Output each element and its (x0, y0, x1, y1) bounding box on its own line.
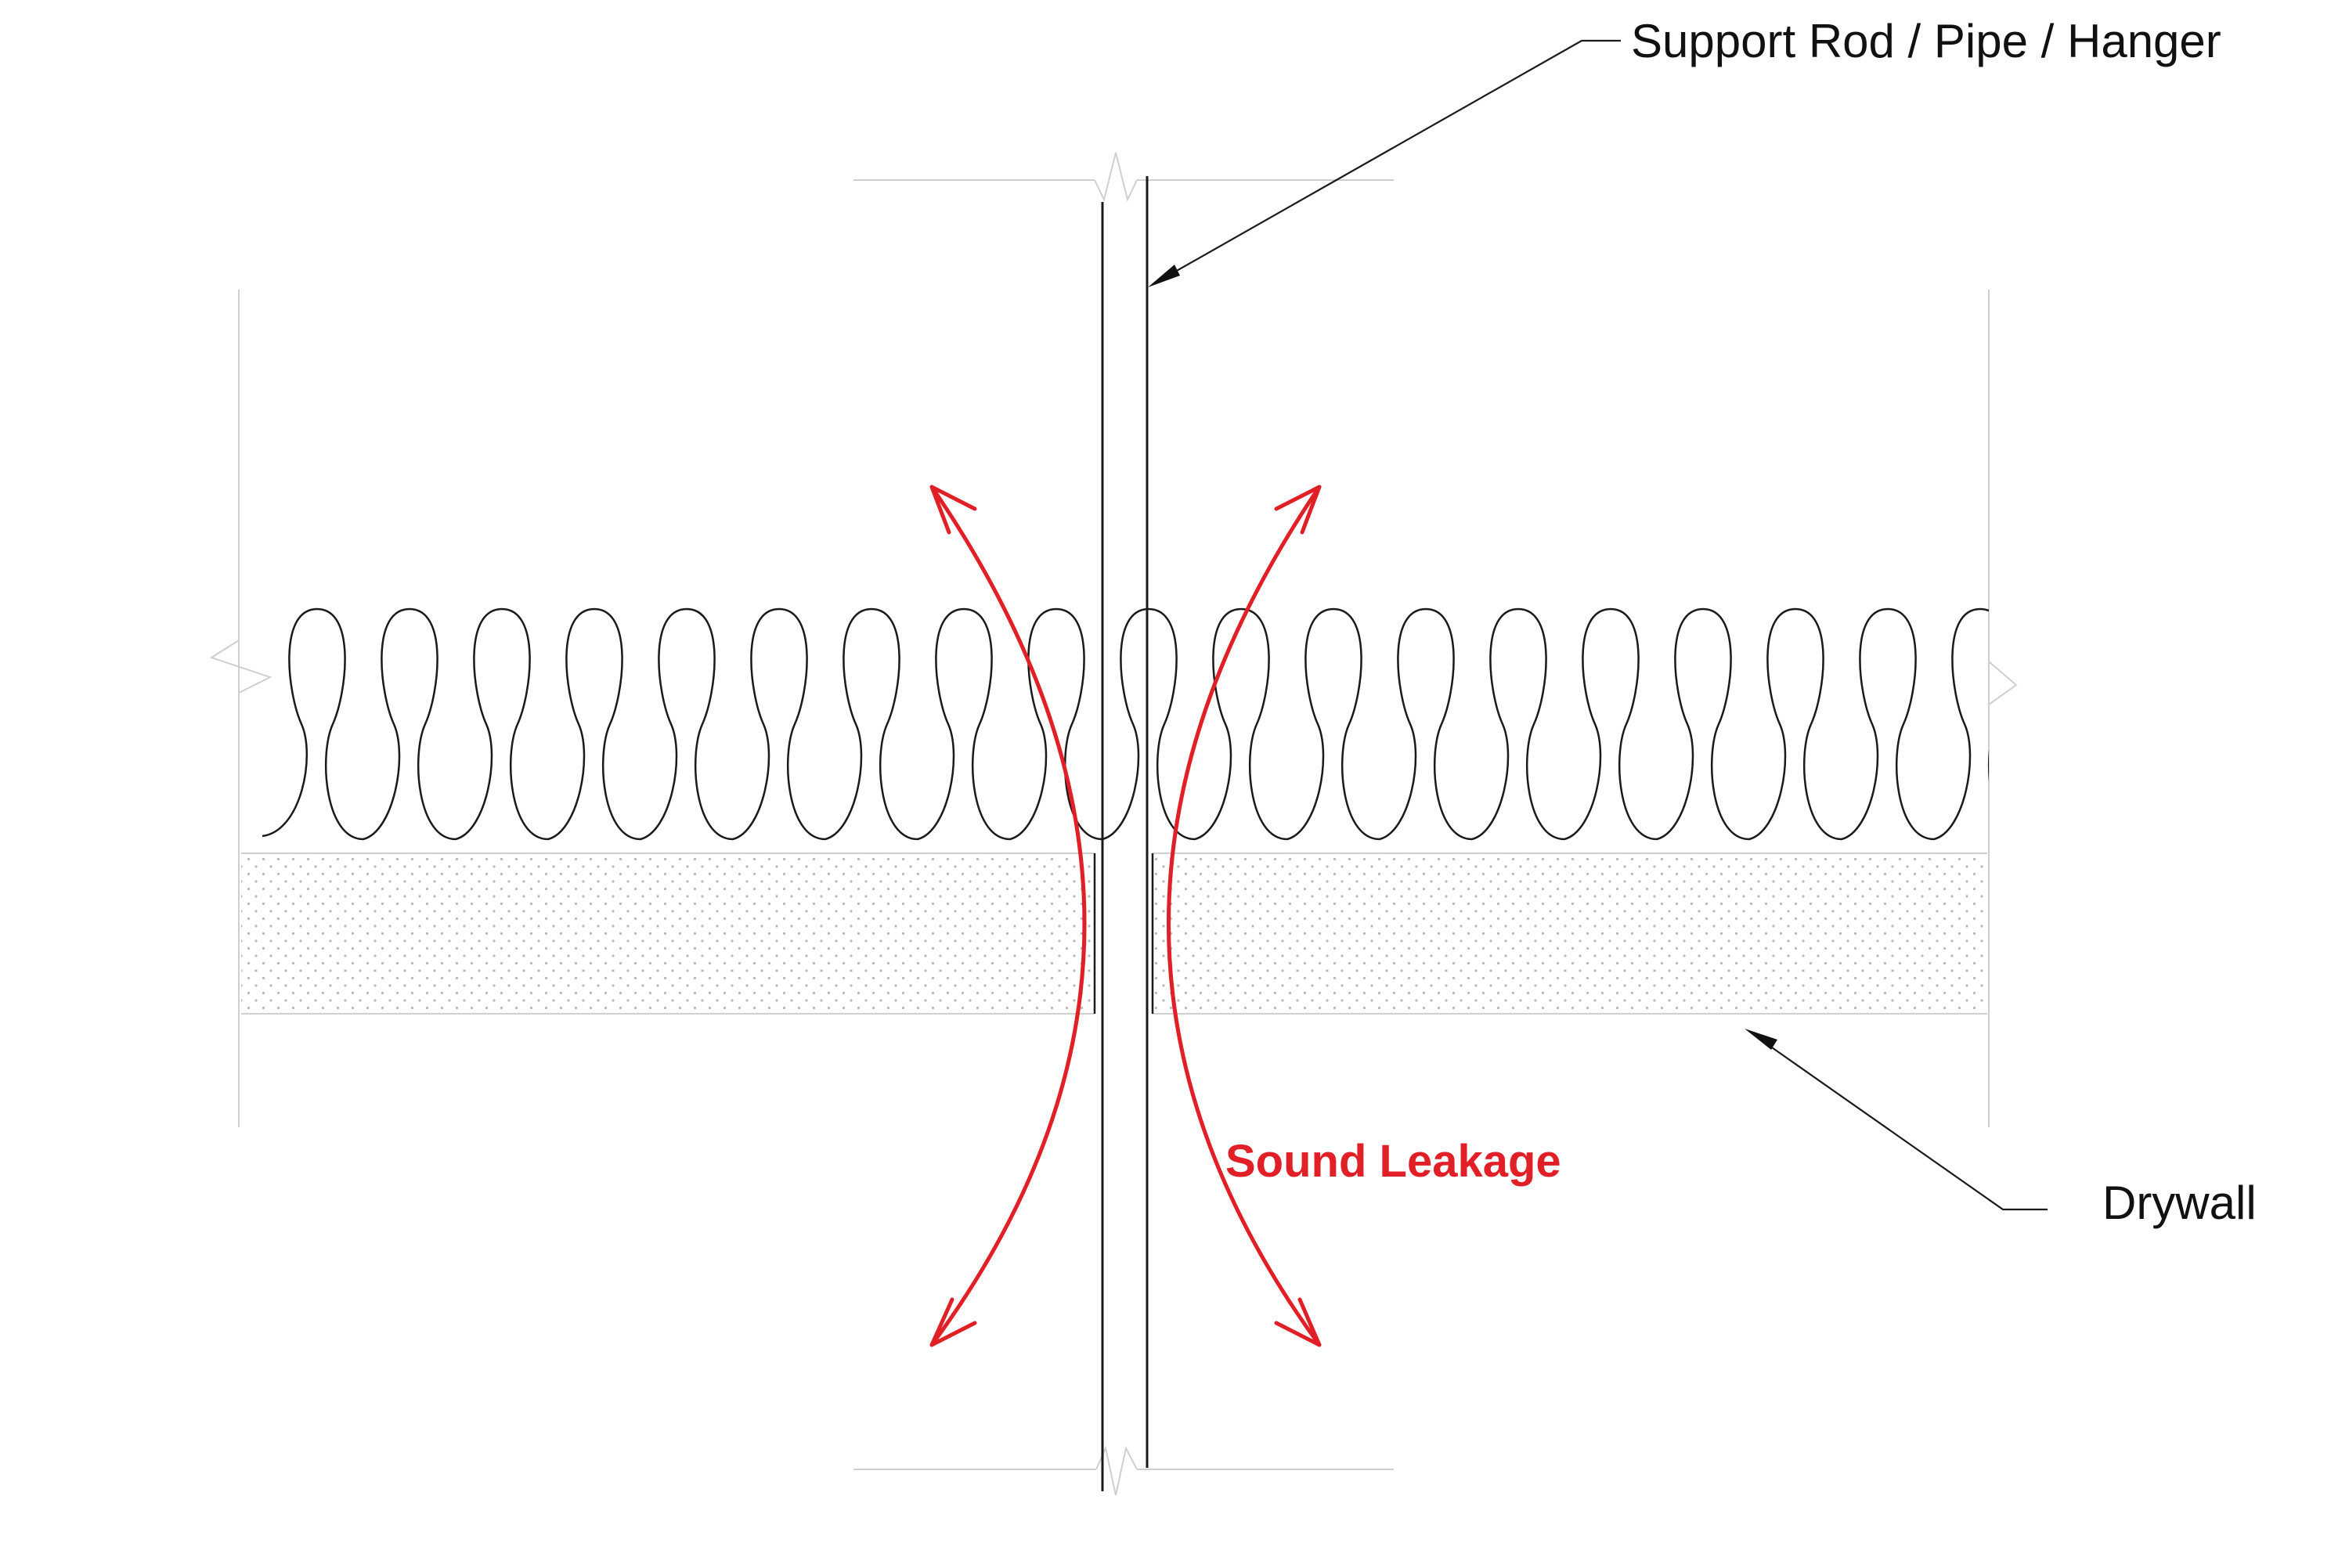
support-rod (1101, 176, 1149, 1491)
leak-arrow-right-curve (1167, 485, 1322, 1347)
arrow-head-icon (929, 1297, 977, 1347)
drywall-layer (241, 852, 1987, 1015)
support-rod-leader (1156, 39, 1621, 283)
leader-arrowheads (1148, 265, 1777, 1050)
right-break-mark (1988, 661, 2018, 705)
section-frame (209, 152, 2018, 1496)
arrow-head-icon (1274, 485, 1322, 535)
arrow-head-icon (1274, 1297, 1322, 1347)
top-break-mark (1094, 152, 1138, 202)
insulation-loops (262, 607, 1989, 841)
left-break-mark (209, 640, 272, 694)
sound-leakage-label: Sound Leakage (1225, 1136, 1561, 1187)
arrow-head-icon (1745, 1029, 1777, 1050)
drywall-left-panel (241, 853, 1095, 1014)
leader-lines (1156, 39, 2048, 1211)
insulation-batt (262, 607, 1989, 841)
sound-leakage-arrows (929, 485, 1322, 1347)
drywall-leader (1753, 1034, 2048, 1211)
drywall-label: Drywall (2102, 1177, 2257, 1229)
support-rod-label: Support Rod / Pipe / Hanger (1631, 15, 2221, 67)
drywall-right-panel (1153, 853, 1987, 1014)
leak-arrow-left-curve (929, 485, 1087, 1347)
arrow-head-icon (929, 485, 977, 535)
arrow-head-icon (1148, 265, 1180, 287)
